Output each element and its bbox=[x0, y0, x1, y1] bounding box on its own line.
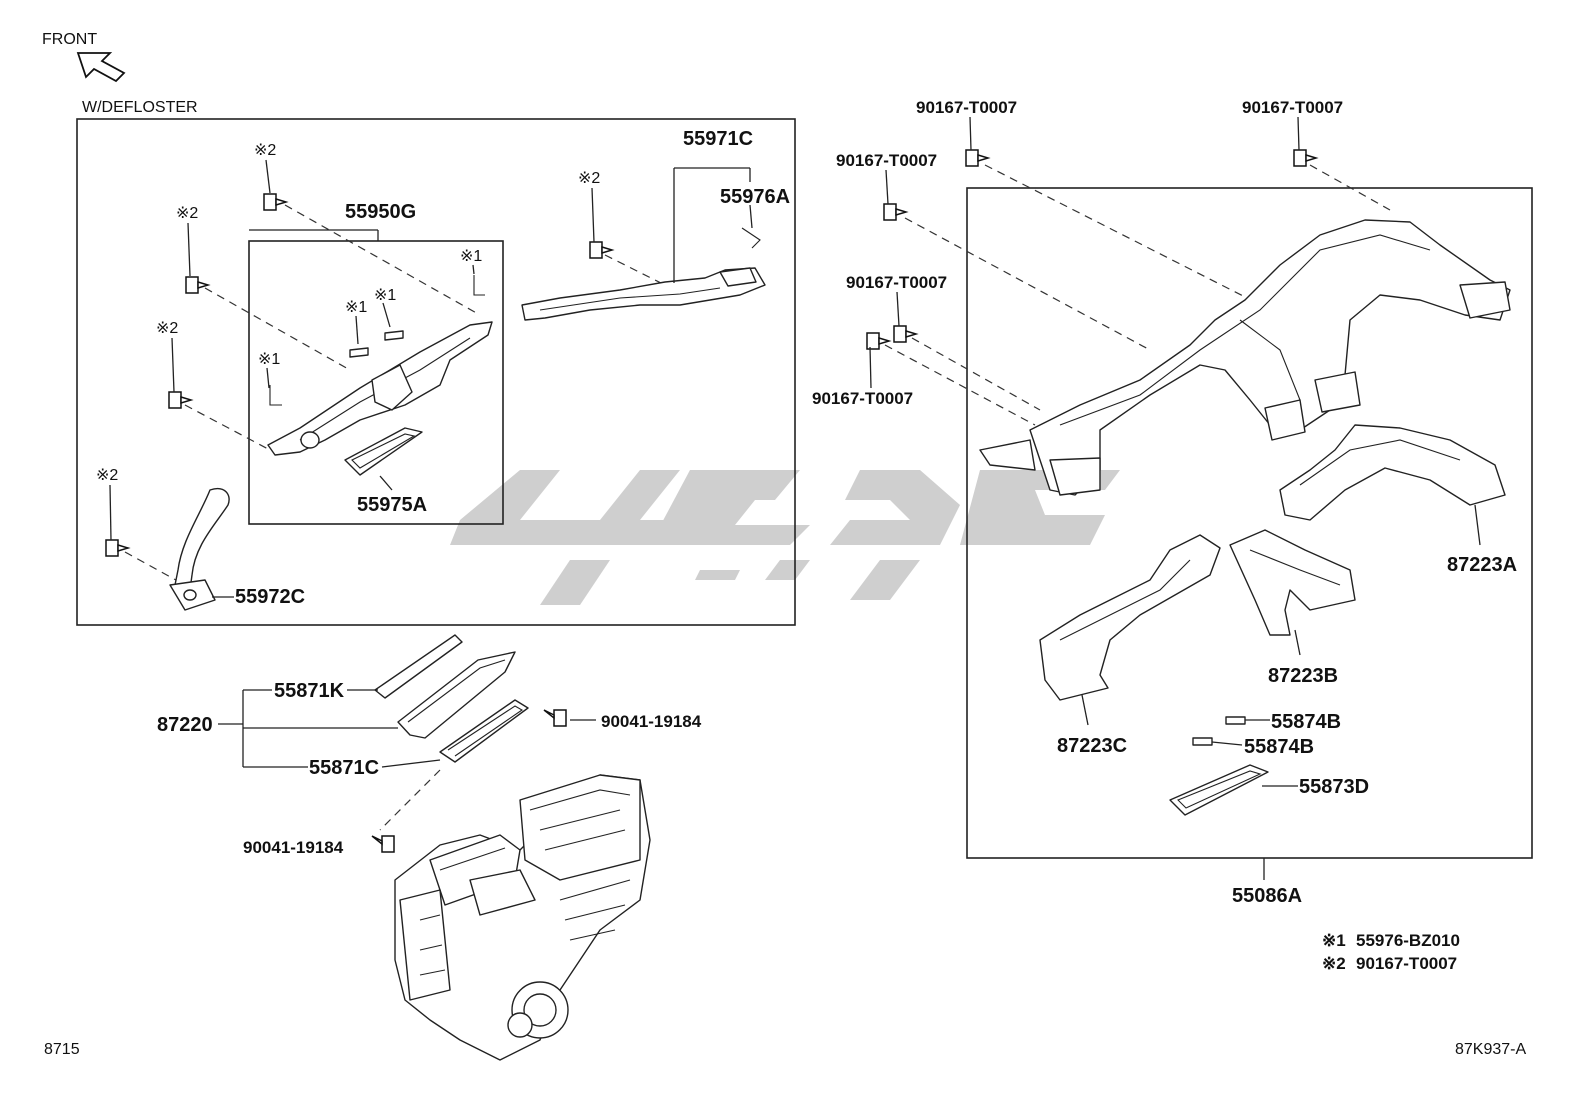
screw-icon bbox=[866, 332, 892, 350]
side-defroster-duct-part bbox=[169, 488, 230, 611]
mark2-label: ※2 bbox=[176, 205, 198, 222]
part-label-87220: 87220 bbox=[157, 714, 213, 736]
part-label-55086A: 55086A bbox=[1232, 885, 1302, 907]
screw-icon bbox=[263, 193, 289, 211]
screw-icon bbox=[893, 325, 919, 343]
part-label-87223C: 87223C bbox=[1057, 735, 1127, 757]
part-label-55950G: 55950G bbox=[345, 201, 416, 223]
nozzle-subassembly-frame bbox=[248, 240, 504, 525]
screw-icon bbox=[589, 241, 615, 259]
defroster-clip-part bbox=[269, 275, 485, 406]
front-label: FRONT bbox=[42, 31, 97, 48]
legend-mark2: ※2 bbox=[1322, 954, 1346, 973]
gasket-part bbox=[1169, 764, 1269, 816]
figure-code: 87K937-A bbox=[1455, 1041, 1526, 1058]
screw-icon bbox=[1293, 149, 1319, 167]
mark2-label: ※2 bbox=[578, 170, 600, 187]
part-label-55971C: 55971C bbox=[683, 128, 753, 150]
mark2-label: ※2 bbox=[96, 467, 118, 484]
part-label-87223A: 87223A bbox=[1447, 554, 1517, 576]
mark1-label: ※1 bbox=[374, 287, 396, 304]
clip-part bbox=[1192, 716, 1246, 746]
gasket-part bbox=[344, 427, 423, 476]
legend-code1: 55976-BZ010 bbox=[1356, 931, 1460, 950]
bolt-label: 90167-T0007 bbox=[836, 151, 937, 170]
bolt-label-upper: 90041-19184 bbox=[601, 712, 702, 731]
heater-unit-assembly bbox=[394, 774, 651, 1061]
bolt-label: 90167-T0007 bbox=[812, 389, 913, 408]
defroster-nozzle-part bbox=[267, 321, 493, 456]
part-label-55871C: 55871C bbox=[309, 757, 379, 779]
mark1-label: ※1 bbox=[258, 351, 280, 368]
part-label-55874B: 55874B bbox=[1244, 736, 1314, 758]
register-duct-part bbox=[979, 219, 1511, 496]
screw-icon bbox=[543, 709, 567, 727]
page-code: 8715 bbox=[44, 1041, 80, 1058]
part-label-87223B: 87223B bbox=[1268, 665, 1338, 687]
front-arrow-icon bbox=[76, 52, 126, 83]
assembly-lines-left bbox=[124, 204, 666, 586]
legend-code2: 90167-T0007 bbox=[1356, 954, 1457, 973]
part-label-55972C: 55972C bbox=[235, 586, 305, 608]
legend-mark1: ※1 bbox=[1322, 931, 1346, 950]
lower-duct-part bbox=[1039, 534, 1221, 701]
side-register-duct-part bbox=[1279, 424, 1506, 521]
mark1-label: ※1 bbox=[460, 248, 482, 265]
clip-part bbox=[741, 227, 761, 249]
option-label: W/DEFLOSTER bbox=[82, 99, 198, 116]
mark2-label: ※2 bbox=[254, 142, 276, 159]
screw-icon bbox=[965, 149, 991, 167]
screw-icon bbox=[371, 835, 395, 853]
front-indicator: FRONT bbox=[42, 31, 126, 83]
register-duct-group-frame bbox=[966, 187, 1533, 859]
screw-icon bbox=[883, 203, 909, 221]
part-label-55871K: 55871K bbox=[274, 680, 345, 702]
watermark-logo bbox=[450, 470, 1120, 605]
center-lower-duct-part bbox=[1229, 529, 1356, 636]
bolt-label: 90167-T0007 bbox=[916, 98, 1017, 117]
defroster-group-frame bbox=[76, 118, 796, 626]
screw-icon bbox=[105, 539, 131, 557]
bolt-label: 90167-T0007 bbox=[846, 273, 947, 292]
part-label-55975A: 55975A bbox=[357, 494, 427, 516]
part-label-55873D: 55873D bbox=[1299, 776, 1369, 798]
part-label-55976A: 55976A bbox=[720, 186, 790, 208]
screw-icon bbox=[185, 276, 211, 294]
legend: ※1 55976-BZ010 ※2 90167-T0007 bbox=[1322, 931, 1460, 973]
side-duct-part bbox=[521, 267, 766, 321]
mark1-label: ※1 bbox=[345, 299, 367, 316]
bolt-label: 90167-T0007 bbox=[1242, 98, 1343, 117]
mark2-label: ※2 bbox=[156, 320, 178, 337]
part-label-55874B: 55874B bbox=[1271, 711, 1341, 733]
bolt-label-lower: 90041-19184 bbox=[243, 838, 344, 857]
filter-case-part bbox=[374, 634, 529, 763]
screw-icon bbox=[168, 391, 194, 409]
